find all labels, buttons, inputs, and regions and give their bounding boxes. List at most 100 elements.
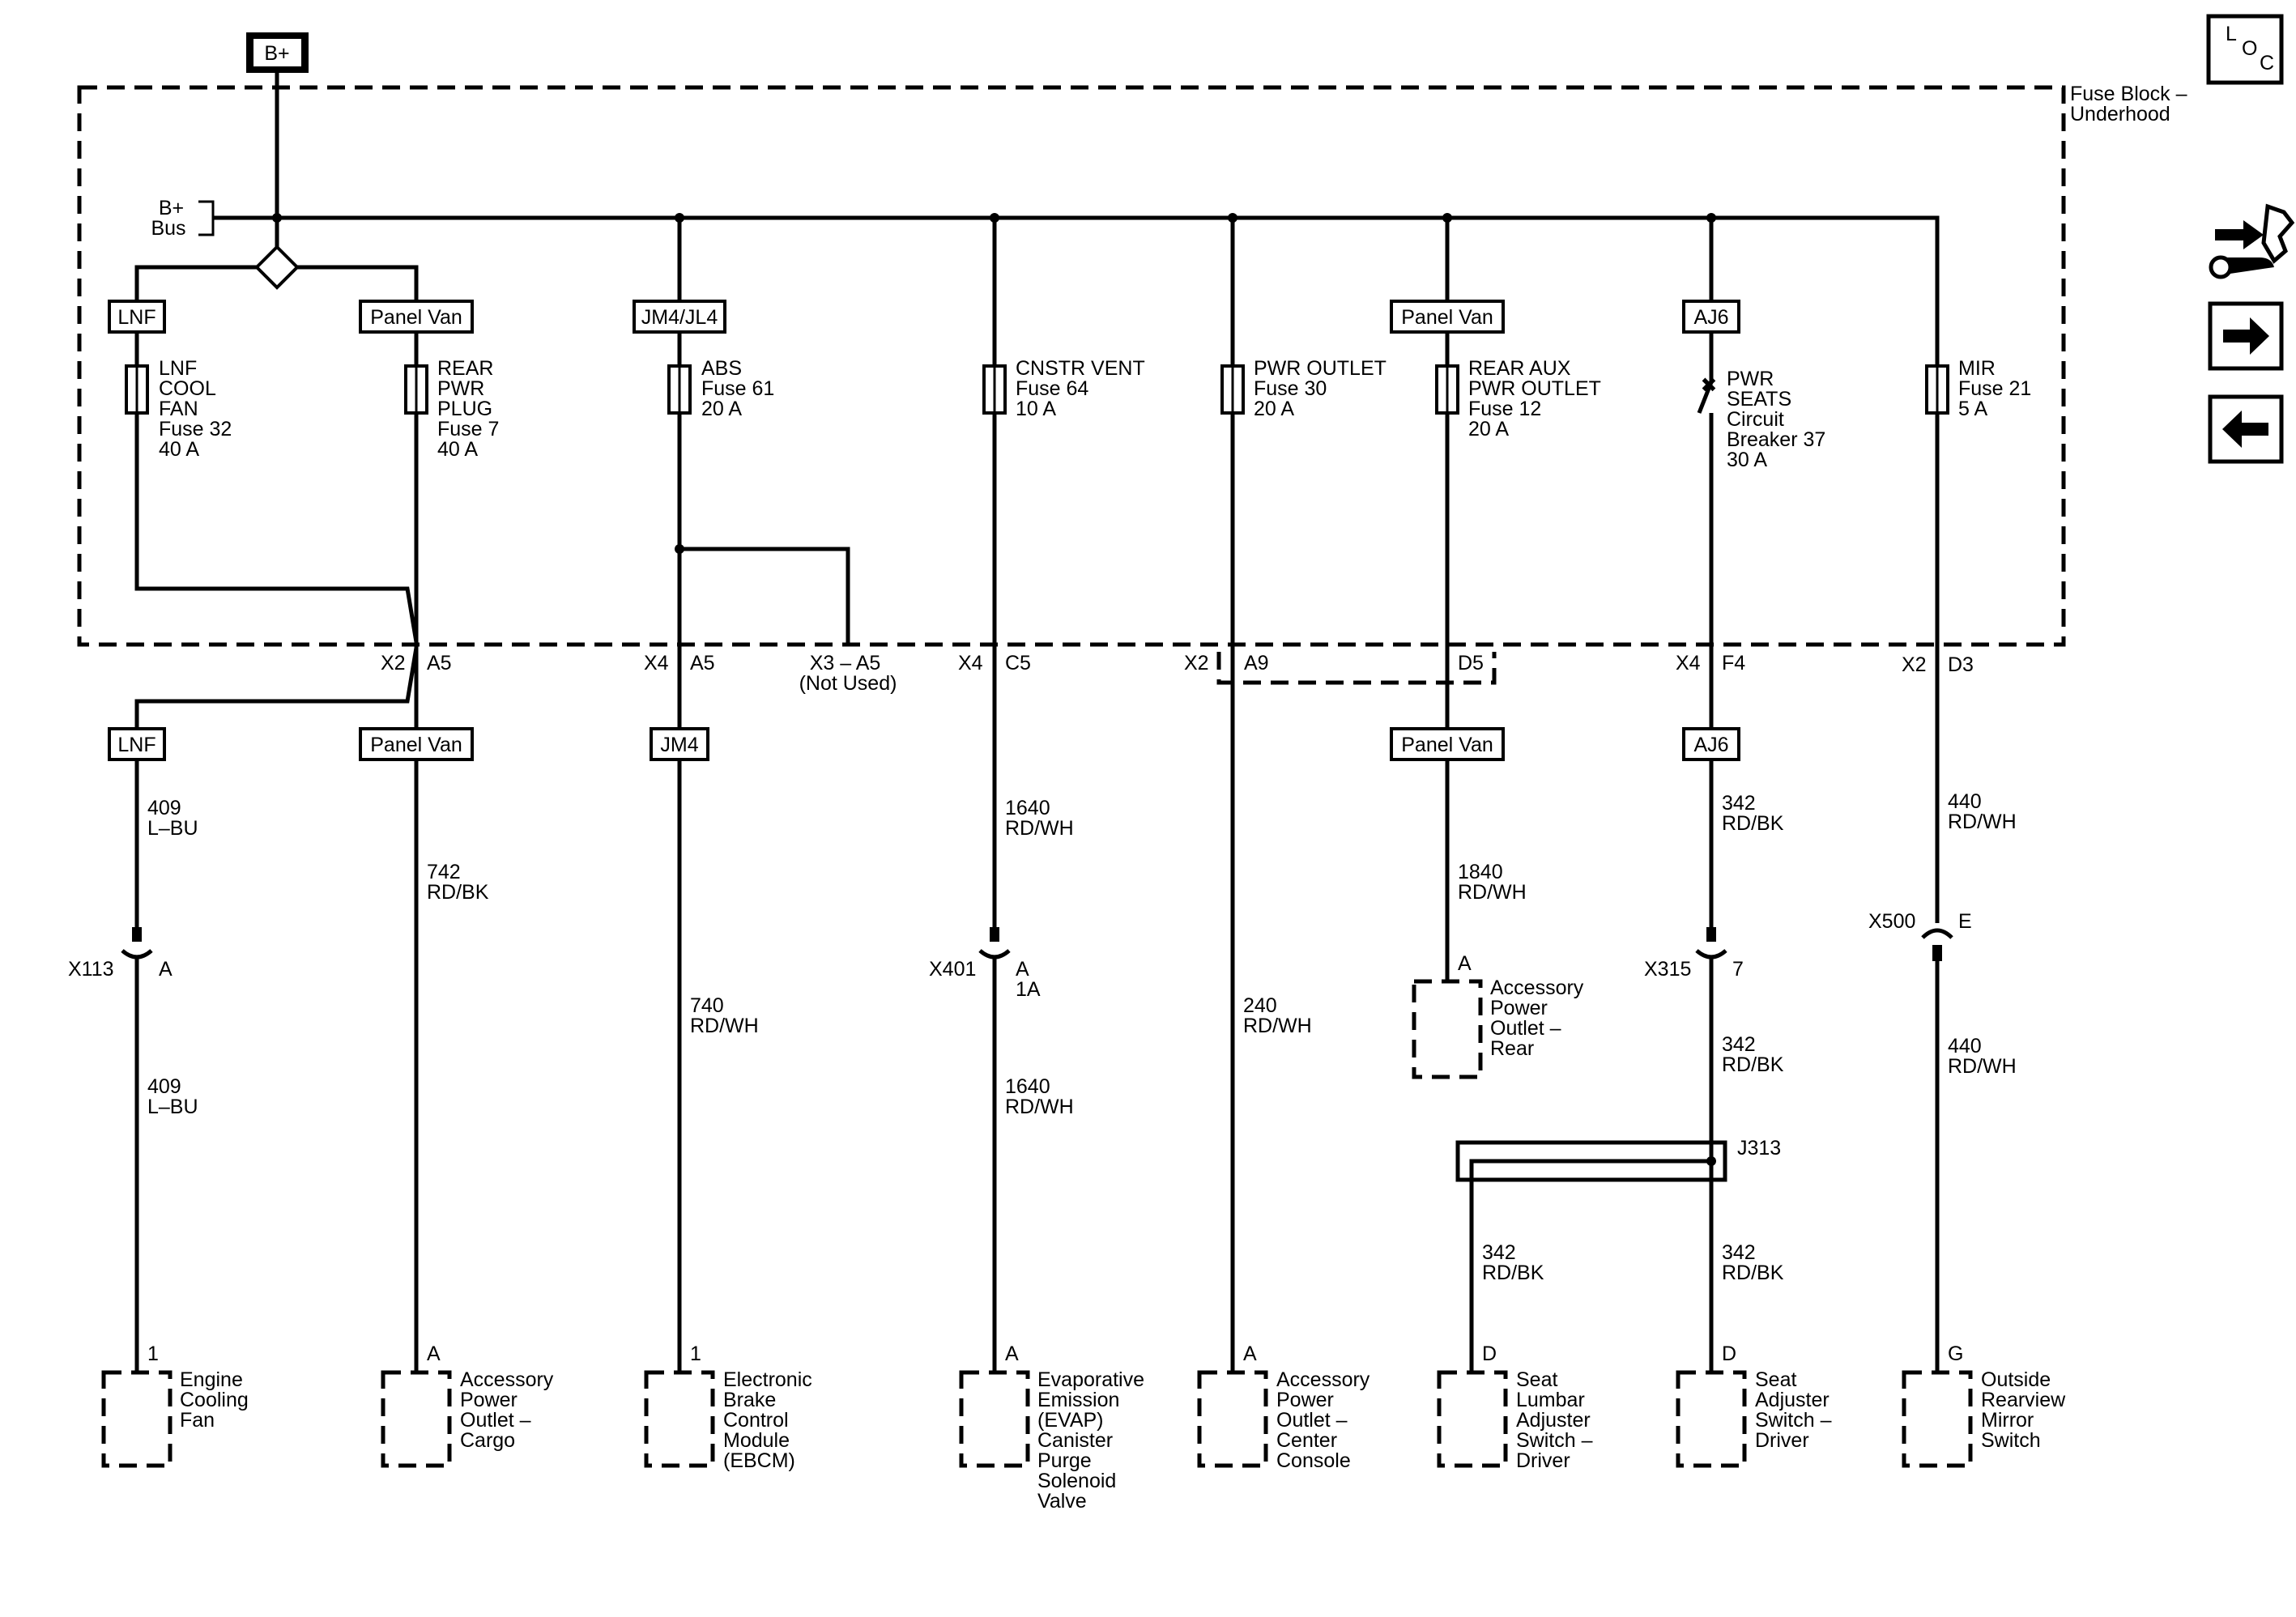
svg-text:D: D — [1482, 1343, 1497, 1365]
wire-740: 740 RD/WH — [690, 994, 759, 1037]
fuse-lnf-label: LNF COOL FAN Fuse 32 40 A — [159, 357, 237, 461]
splice-j313 — [1455, 1140, 1727, 1182]
svg-text:D: D — [1722, 1343, 1736, 1365]
pin-a9: A9 — [1244, 652, 1269, 674]
pin-a5-2: A5 — [690, 652, 715, 674]
wire-1640-upper: 1640 RD/WH — [1005, 797, 1074, 840]
svg-text:A: A — [427, 1343, 441, 1365]
svg-text:Panel Van: Panel Van — [370, 734, 462, 756]
loc-letter-c: C — [2260, 52, 2274, 74]
svg-text:Panel Van: Panel Van — [1401, 734, 1493, 756]
wire-440-upper: 440 RD/WH — [1948, 790, 2017, 833]
connector-x113-pin: A — [159, 958, 173, 981]
wiring-tool-icon[interactable] — [2209, 203, 2295, 279]
svg-text:G: G — [1948, 1343, 1963, 1365]
supply-label: B+ — [264, 42, 289, 65]
option-tag-panel-van-2 — [359, 727, 474, 761]
component-engine-cooling-fan-label: Engine Cooling Fan — [180, 1368, 254, 1432]
component-seat-adjuster-switch — [1676, 1370, 1747, 1468]
pin-a5-1: A5 — [427, 652, 452, 674]
wire-342-lumbar: 342 RD/BK — [1482, 1241, 1544, 1284]
wire-342-adjuster: 342 RD/BK — [1722, 1241, 1784, 1284]
fuse-cnstr-label: CNSTR VENT Fuse 64 10 A — [1016, 357, 1150, 420]
pin-x2: X2 — [381, 652, 406, 674]
wire-409-lower: 409 L–BU — [147, 1075, 198, 1118]
wire-440-lower: 440 RD/WH — [1948, 1035, 2017, 1078]
component-outlet-console — [1197, 1370, 1268, 1468]
pin-c5: C5 — [1005, 652, 1031, 674]
breaker-pwr-seats-label: PWR SEATS Circuit Breaker 37 30 A — [1727, 368, 1831, 471]
pin-d5: D5 — [1458, 652, 1484, 674]
circuit-breaker-symbol — [1697, 381, 1714, 414]
wire-240: 240 RD/WH — [1243, 994, 1312, 1037]
connector-x500-pin: E — [1958, 910, 1972, 933]
loc-letter-l: L — [2226, 23, 2237, 45]
wire-1640-lower: 1640 RD/WH — [1005, 1075, 1074, 1118]
previous-page-button[interactable] — [2208, 394, 2284, 464]
component-mirror-switch-label: Outside Rearview Mirror Switch — [1981, 1368, 2071, 1452]
svg-text:JM4: JM4 — [660, 734, 698, 756]
pin-x4-1: X4 — [644, 652, 669, 674]
option-tag-panel-van-1 — [359, 300, 474, 334]
fuse-block-outline — [77, 85, 2066, 647]
svg-text:A: A — [1458, 952, 1472, 975]
svg-text:LNF: LNF — [117, 306, 155, 329]
component-outlet-rear-label: Accessory Power Outlet – Rear — [1490, 977, 1589, 1060]
fuse-rear-aux-label: REAR AUX PWR OUTLET Fuse 12 20 A — [1468, 357, 1606, 440]
fuse-pwr-outlet-label: PWR OUTLET Fuse 30 20 A — [1254, 357, 1391, 420]
svg-text:LNF: LNF — [117, 734, 155, 756]
component-seat-lumbar-switch-label: Seat Lumbar Adjuster Switch – Driver — [1516, 1368, 1598, 1472]
option-tag-aj6-lower — [1682, 727, 1740, 761]
svg-text:JM4/JL4: JM4/JL4 — [641, 306, 718, 329]
component-ebcm-label: Electronic Brake Control Module (EBCM) — [723, 1368, 818, 1472]
connector-x315-pin: 7 — [1732, 958, 1744, 981]
loc-letter-o: O — [2242, 37, 2257, 60]
component-evap-valve — [959, 1370, 1030, 1468]
left-arrow-icon — [2222, 411, 2268, 448]
pin-d3: D3 — [1948, 653, 1974, 676]
component-outlet-rear — [1412, 979, 1483, 1079]
bus-label: B+ Bus — [151, 197, 190, 240]
wire-342-mid: 342 RD/BK — [1722, 1033, 1784, 1076]
connector-x401-pin: A 1A — [1016, 958, 1041, 1001]
connector-x113: X113 — [68, 958, 114, 981]
pin-x4-2: X4 — [958, 652, 983, 674]
svg-text:Panel Van: Panel Van — [1401, 306, 1493, 329]
component-engine-cooling-fan — [101, 1370, 173, 1468]
svg-text:AJ6: AJ6 — [1693, 734, 1728, 756]
fuse-rear-pwr-label: REAR PWR PLUG Fuse 7 40 A — [437, 357, 505, 461]
pin-x4-3: X4 — [1676, 652, 1701, 674]
svg-text:1: 1 — [690, 1343, 701, 1365]
svg-text:A: A — [1243, 1343, 1257, 1365]
svg-text:1: 1 — [147, 1343, 159, 1365]
fuse-mir-label: MIR Fuse 21 5 A — [1958, 357, 2037, 420]
component-outlet-cargo-label: Accessory Power Outlet – Cargo — [460, 1368, 559, 1452]
svg-text:✖: ✖ — [1701, 374, 1718, 397]
svg-text:AJ6: AJ6 — [1693, 306, 1728, 329]
component-outlet-console-label: Accessory Power Outlet – Center Console — [1276, 1368, 1375, 1472]
option-split-diamond — [254, 245, 300, 290]
right-arrow-icon — [2223, 317, 2269, 355]
option-tag-lnf-lower — [108, 727, 166, 761]
pin-x2-2: X2 — [1184, 652, 1209, 674]
connector-x401: X401 — [929, 958, 976, 981]
next-page-button[interactable] — [2208, 301, 2284, 371]
splice-j313-label: J313 — [1737, 1137, 1781, 1160]
component-evap-valve-label: Evaporative Emission (EVAP) Canister Pur… — [1037, 1368, 1150, 1513]
option-tag-jm4 — [650, 727, 709, 761]
wire-409-upper: 409 L–BU — [147, 797, 198, 840]
component-mirror-switch — [1902, 1370, 1973, 1468]
pin-f4: F4 — [1722, 652, 1745, 674]
fuse-block-label: Fuse Block – Underhood — [2070, 83, 2192, 126]
component-outlet-cargo — [381, 1370, 452, 1468]
pin-x2-3: X2 — [1902, 653, 1927, 676]
component-ebcm — [644, 1370, 715, 1468]
loc-button[interactable]: L O C — [2206, 14, 2284, 85]
component-seat-lumbar-switch — [1437, 1370, 1508, 1468]
component-seat-adjuster-switch-label: Seat Adjuster Switch – Driver — [1755, 1368, 1837, 1452]
svg-text:A: A — [1005, 1343, 1019, 1365]
pin-x3-not-used: X3 – A5 (Not Used) — [799, 652, 897, 695]
wire-342-upper: 342 RD/BK — [1722, 792, 1784, 835]
svg-text:Panel Van: Panel Van — [370, 306, 462, 329]
